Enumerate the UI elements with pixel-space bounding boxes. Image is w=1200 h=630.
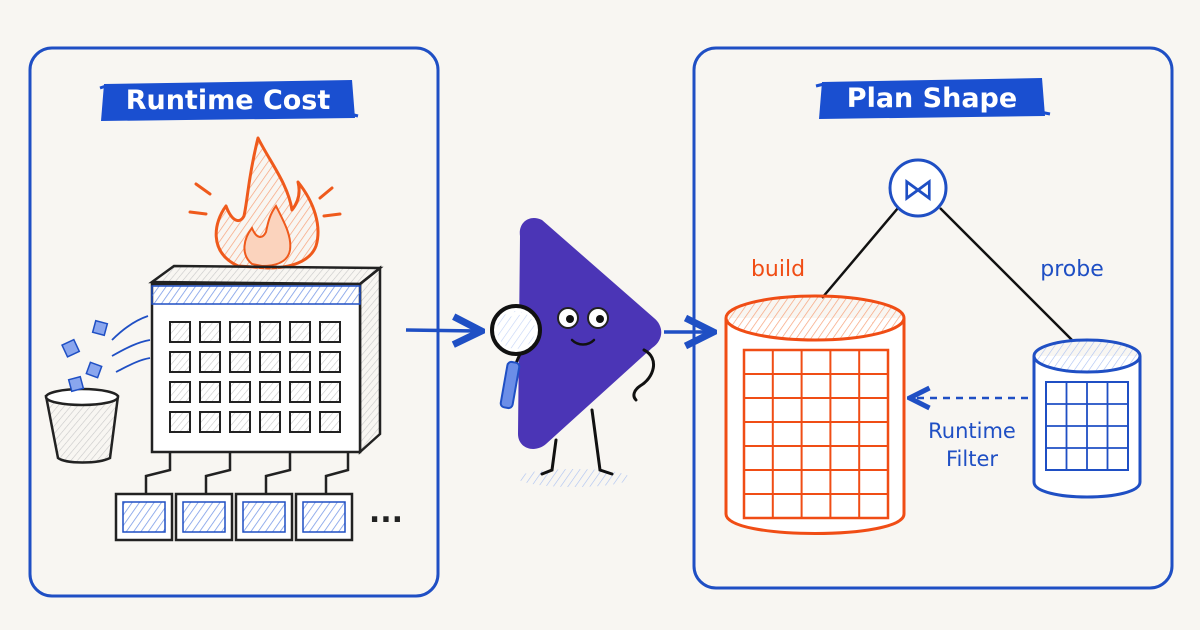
left-panel: Runtime Cost ... (28, 46, 440, 598)
trash-bin-icon (44, 315, 151, 464)
runtime-filter-label-line1: Runtime (928, 419, 1016, 443)
compute-cell (259, 381, 281, 403)
compute-cell (229, 381, 251, 403)
probe-table-grid (1045, 381, 1129, 471)
left-ellipsis: ... (369, 495, 403, 530)
compute-cell (289, 321, 311, 343)
join-node: ⋈ (821, 158, 1073, 341)
right-panel-title: Plan Shape (847, 83, 1017, 114)
compute-cell (199, 381, 221, 403)
compute-block (144, 264, 384, 494)
worker-node (114, 492, 174, 542)
join-symbol: ⋈ (902, 170, 934, 208)
right-panel: Plan Shape ⋈ build probe Runtime Filter (692, 46, 1174, 590)
magnifying-glass-icon (490, 304, 542, 410)
worker-nodes (114, 492, 354, 542)
right-title-banner: Plan Shape (815, 78, 1051, 119)
compute-cell (199, 321, 221, 343)
compute-cell (289, 351, 311, 373)
mascot-character (490, 217, 662, 487)
compute-cell (229, 321, 251, 343)
compute-cell (229, 411, 251, 433)
worker-node (174, 492, 234, 542)
compute-cell (289, 411, 311, 433)
build-table-cylinder (724, 294, 906, 535)
compute-cell (289, 381, 311, 403)
probe-table-cylinder (1032, 338, 1142, 499)
flame-icon (188, 136, 342, 270)
join-icon (888, 158, 948, 218)
compute-cell (169, 411, 191, 433)
worker-node (294, 492, 354, 542)
arrow-right-icon (405, 330, 478, 331)
compute-cell (259, 351, 281, 373)
left-title-banner: Runtime Cost (99, 80, 359, 121)
compute-cell (319, 321, 341, 343)
runtime-filter-label-line2: Filter (946, 447, 998, 471)
compute-cell (199, 411, 221, 433)
compute-cell (259, 321, 281, 343)
compute-cell (319, 411, 341, 433)
compute-cell (199, 351, 221, 373)
right-panel-frame (692, 46, 1174, 590)
compute-cell (319, 381, 341, 403)
left-panel-frame (28, 46, 440, 598)
left-panel-title: Runtime Cost (126, 85, 331, 116)
worker-node (234, 492, 294, 542)
compute-cell (169, 381, 191, 403)
compute-cell-grid (169, 321, 341, 433)
compute-cell (319, 351, 341, 373)
build-label: build (751, 257, 805, 282)
compute-cell (169, 351, 191, 373)
compute-cell (169, 321, 191, 343)
build-table-grid (742, 348, 890, 520)
compute-cell (229, 351, 251, 373)
probe-label: probe (1040, 257, 1104, 282)
compute-block-header (151, 285, 361, 305)
compute-cell (259, 411, 281, 433)
